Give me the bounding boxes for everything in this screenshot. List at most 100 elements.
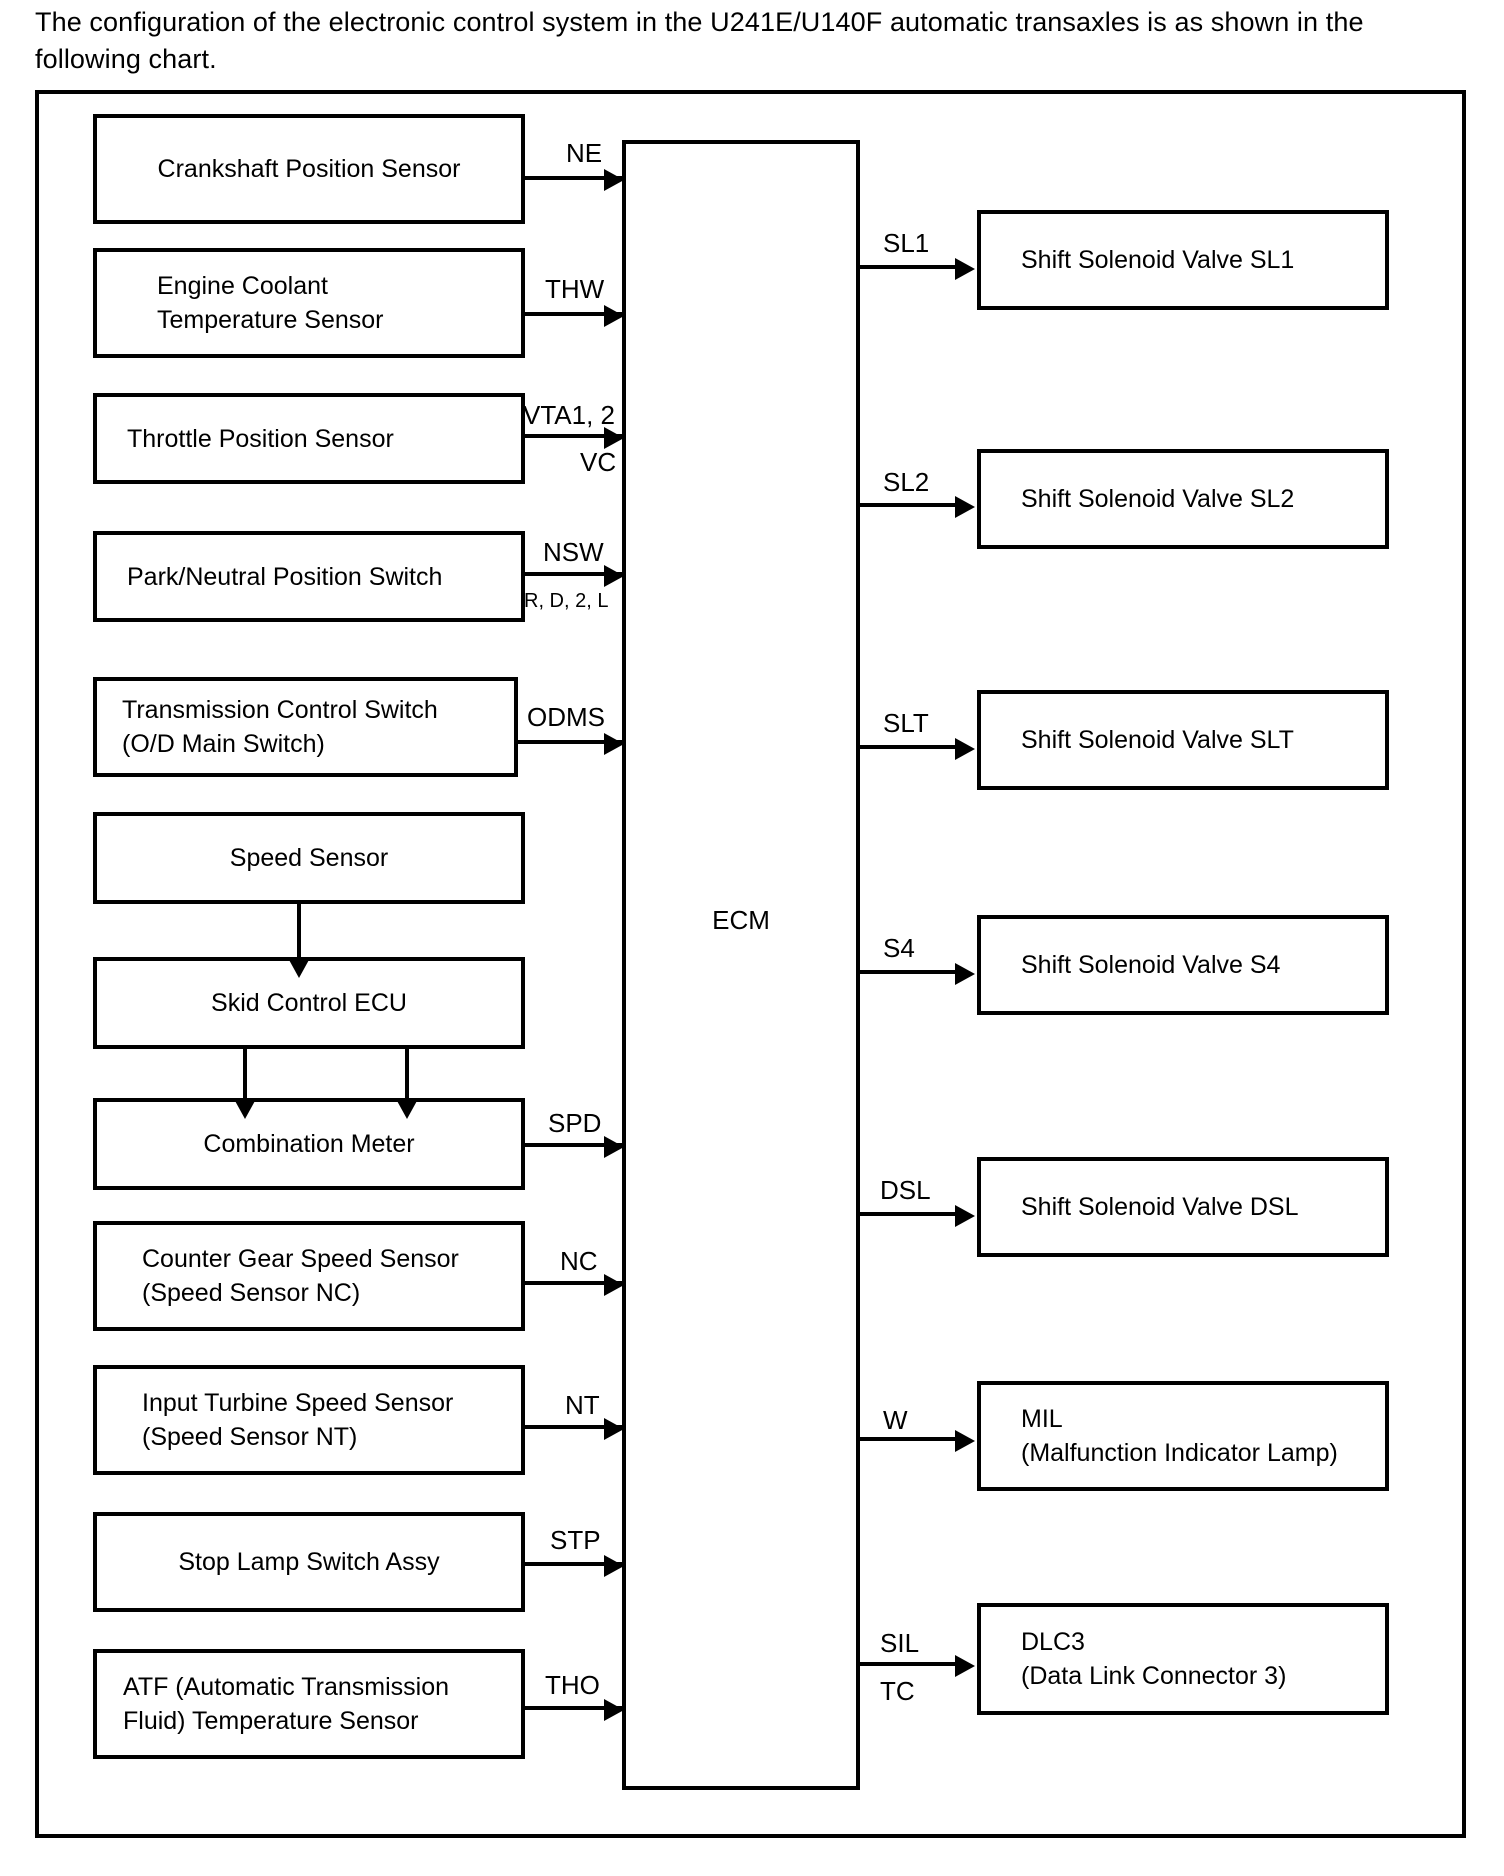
node-label-line1: Transmission Control Switch <box>122 696 438 724</box>
arrowhead-spd <box>604 1136 624 1158</box>
signal-label-vta1-2: VTA1, 2 <box>523 400 616 430</box>
connector-nc <box>525 1281 624 1285</box>
arrowhead-skid-to-meter-left <box>234 1099 256 1119</box>
connector-skid-to-meter-right <box>405 1049 409 1105</box>
node-input-turbine-speed-sensor[interactable]: Input Turbine Speed Sensor (Speed Sensor… <box>93 1365 525 1475</box>
node-shift-solenoid-valve-dsl[interactable]: Shift Solenoid Valve DSL <box>977 1157 1389 1257</box>
signal-label-tc: TC <box>880 1676 915 1706</box>
signal-label-ne: NE <box>566 138 603 168</box>
signal-label-nt: NT <box>565 1390 600 1420</box>
ecm-box[interactable] <box>622 140 860 1790</box>
arrowhead-thw <box>604 305 624 327</box>
signal-label-nc: NC <box>560 1246 598 1276</box>
node-label: Shift Solenoid Valve SL2 <box>1021 485 1295 513</box>
arrowhead-s4 <box>955 963 975 985</box>
node-combination-meter[interactable]: Combination Meter <box>93 1098 525 1190</box>
arrowhead-nsw <box>604 565 624 587</box>
node-label: Speed Sensor <box>229 844 389 872</box>
node-label-line1: DLC3 <box>1021 1628 1085 1656</box>
connector-tho <box>525 1706 624 1710</box>
node-label-line1: MIL <box>1021 1405 1063 1433</box>
connector-skid-to-meter-left <box>243 1049 247 1105</box>
signal-label-s4: S4 <box>883 933 915 963</box>
connector-vta <box>525 434 624 438</box>
node-shift-solenoid-valve-s4[interactable]: Shift Solenoid Valve S4 <box>977 915 1389 1015</box>
node-throttle-position-sensor[interactable]: Throttle Position Sensor <box>93 393 525 484</box>
signal-label-sl2: SL2 <box>883 467 930 497</box>
node-transmission-control-switch[interactable]: Transmission Control Switch (O/D Main Sw… <box>93 677 518 777</box>
node-label-line1: Engine Coolant <box>157 272 328 300</box>
connector-thw <box>525 312 624 316</box>
signal-label-w: W <box>883 1405 908 1435</box>
connector-stp <box>525 1562 624 1566</box>
node-label-line2: (Data Link Connector 3) <box>1021 1662 1287 1690</box>
node-label-line1: ATF (Automatic Transmission <box>123 1673 450 1701</box>
arrowhead-odms <box>604 733 624 755</box>
signal-label-tho: THO <box>545 1670 600 1700</box>
signal-label-nsw: NSW <box>543 537 604 567</box>
node-label-line2: (O/D Main Switch) <box>122 730 325 758</box>
signal-label-stp: STP <box>550 1525 601 1555</box>
node-label-line2: (Speed Sensor NC) <box>142 1279 361 1307</box>
arrowhead-vta <box>604 427 624 449</box>
node-engine-coolant-temperature-sensor[interactable]: Engine Coolant Temperature Sensor <box>93 248 525 358</box>
signal-label-dsl: DSL <box>880 1175 931 1205</box>
node-label-line1: Input Turbine Speed Sensor <box>142 1389 454 1417</box>
node-label: Shift Solenoid Valve S4 <box>1021 951 1281 979</box>
arrowhead-nc <box>604 1274 624 1296</box>
arrowhead-dsl <box>955 1205 975 1227</box>
node-shift-solenoid-valve-slt[interactable]: Shift Solenoid Valve SLT <box>977 690 1389 790</box>
node-label-line2: (Speed Sensor NT) <box>142 1423 358 1451</box>
connector-speed-to-skid <box>297 904 301 964</box>
node-skid-control-ecu[interactable]: Skid Control ECU <box>93 957 525 1049</box>
ecm-label: ECM <box>712 905 770 935</box>
connector-odms <box>518 740 624 744</box>
node-stop-lamp-switch-assy[interactable]: Stop Lamp Switch Assy <box>93 1512 525 1612</box>
node-dlc3[interactable]: DLC3 (Data Link Connector 3) <box>977 1603 1389 1715</box>
node-label: Combination Meter <box>203 1130 415 1158</box>
node-label: Stop Lamp Switch Assy <box>178 1548 440 1576</box>
connector-sl1 <box>858 265 959 269</box>
node-speed-sensor[interactable]: Speed Sensor <box>93 812 525 904</box>
node-crankshaft-position-sensor[interactable]: Crankshaft Position Sensor <box>93 114 525 224</box>
node-label-line2: (Malfunction Indicator Lamp) <box>1021 1439 1338 1467</box>
signal-label-spd: SPD <box>548 1108 602 1138</box>
node-park-neutral-position-switch[interactable]: Park/Neutral Position Switch <box>93 531 525 622</box>
connector-dsl <box>858 1212 959 1216</box>
node-atf-temperature-sensor[interactable]: ATF (Automatic Transmission Fluid) Tempe… <box>93 1649 525 1759</box>
node-mil[interactable]: MIL (Malfunction Indicator Lamp) <box>977 1381 1389 1491</box>
arrowhead-tho <box>604 1699 624 1721</box>
node-label: Park/Neutral Position Switch <box>127 562 443 591</box>
node-label-line2: Temperature Sensor <box>157 306 384 334</box>
arrowhead-stp <box>604 1555 624 1577</box>
node-shift-solenoid-valve-sl1[interactable]: Shift Solenoid Valve SL1 <box>977 210 1389 310</box>
arrowhead-sil-tc <box>955 1655 975 1677</box>
connector-slt <box>858 745 959 749</box>
connector-spd <box>525 1143 624 1147</box>
connector-w <box>858 1437 959 1441</box>
signal-label-slt: SLT <box>883 708 929 738</box>
arrowhead-skid-to-meter-right <box>396 1099 418 1119</box>
connector-sil-tc <box>858 1662 959 1666</box>
arrowhead-nt <box>604 1418 624 1440</box>
signal-label-odms: ODMS <box>527 702 605 732</box>
arrowhead-sl1 <box>955 258 975 280</box>
node-label: Shift Solenoid Valve SLT <box>1021 726 1294 754</box>
node-label: Shift Solenoid Valve SL1 <box>1021 246 1295 274</box>
intro-paragraph: The configuration of the electronic cont… <box>35 7 1364 74</box>
node-label-line1: Counter Gear Speed Sensor <box>142 1245 459 1273</box>
arrowhead-ne <box>604 169 624 191</box>
connector-ne <box>525 176 624 180</box>
signal-label-thw: THW <box>545 274 605 304</box>
node-shift-solenoid-valve-sl2[interactable]: Shift Solenoid Valve SL2 <box>977 449 1389 549</box>
node-label-line2: Fluid) Temperature Sensor <box>123 1707 419 1735</box>
node-label: Shift Solenoid Valve DSL <box>1021 1193 1299 1221</box>
connector-nt <box>525 1425 624 1429</box>
connector-nsw <box>525 572 624 576</box>
arrowhead-speed-to-skid <box>288 958 310 978</box>
node-counter-gear-speed-sensor[interactable]: Counter Gear Speed Sensor (Speed Sensor … <box>93 1221 525 1331</box>
signal-label-sl1: SL1 <box>883 228 930 258</box>
arrowhead-sl2 <box>955 496 975 518</box>
signal-label-sil: SIL <box>880 1628 920 1658</box>
